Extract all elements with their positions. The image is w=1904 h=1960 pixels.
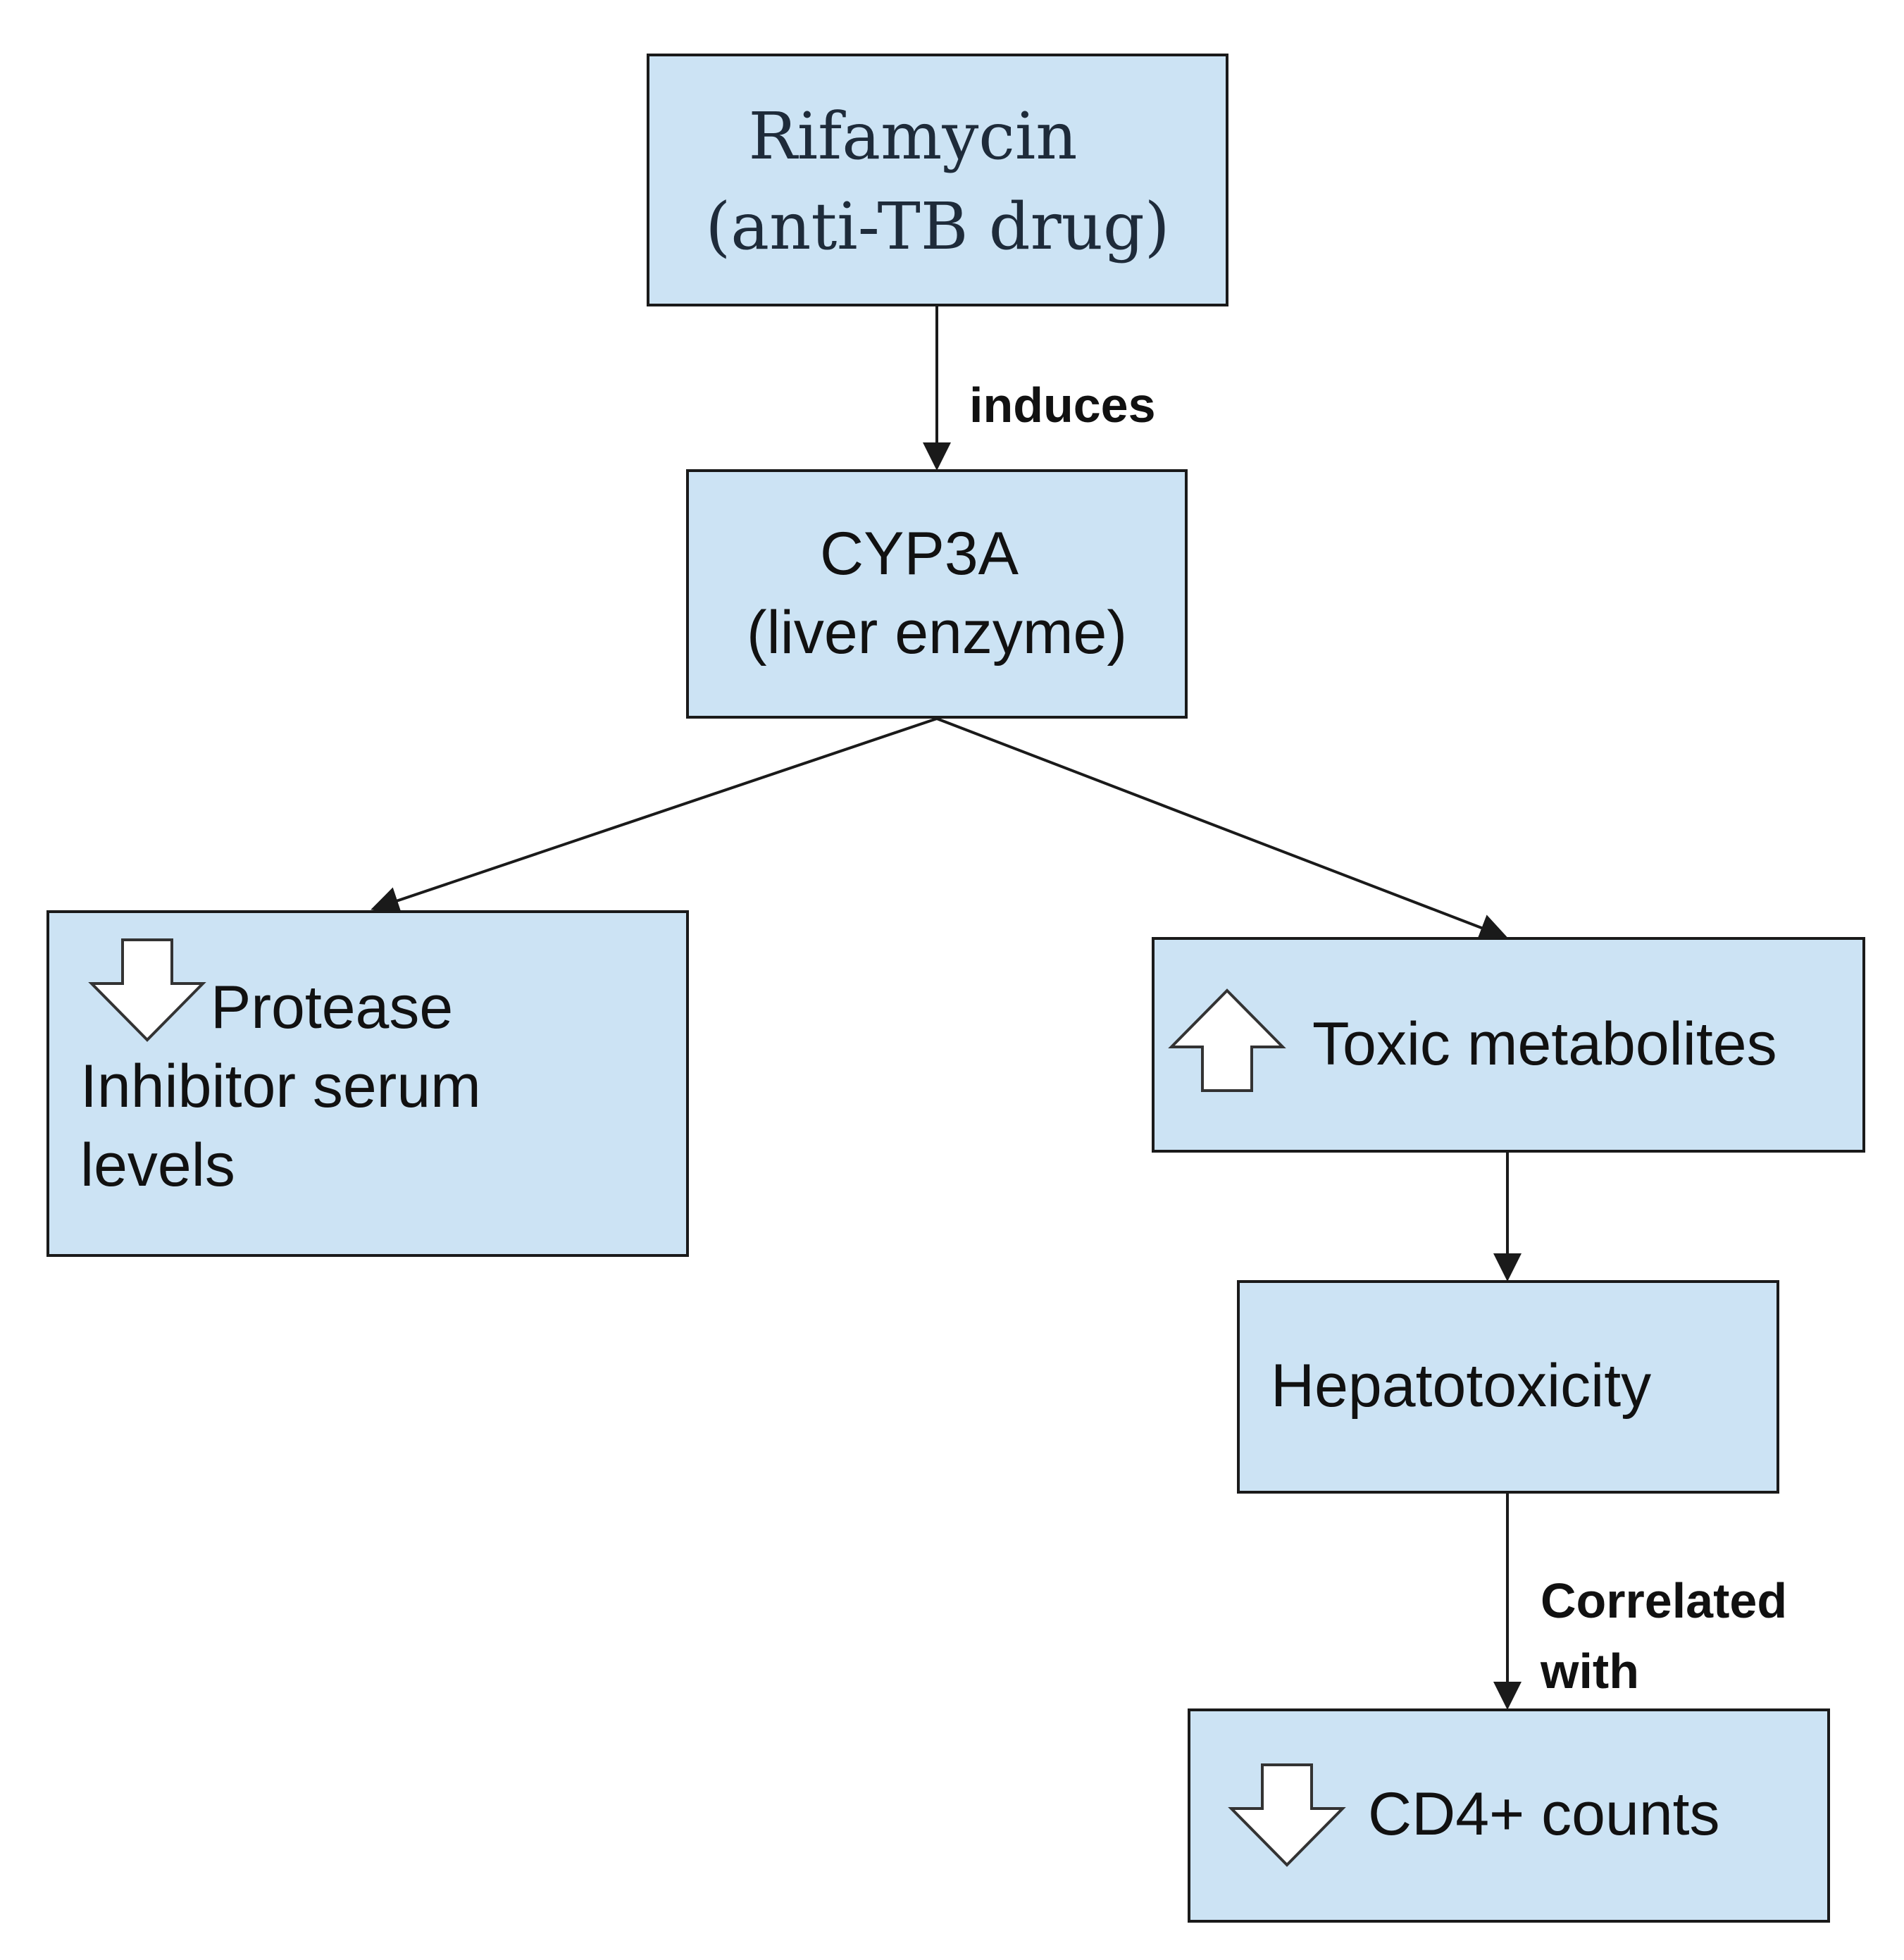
node-rifamycin: Rifamycin (anti-TB drug)	[647, 54, 1228, 306]
node-rifamycin-line1: Rifamycin	[748, 99, 1078, 174]
node-hepatotoxicity: Hepatotoxicity	[1237, 1280, 1779, 1494]
edge-label-correlated-with: Correlated with	[1541, 1565, 1787, 1706]
edge-label-correlated-line1: Correlated	[1541, 1573, 1788, 1628]
edge-cyp3a-to-toxic	[936, 717, 1508, 941]
node-cd4-counts: CD4+ counts	[1188, 1708, 1830, 1923]
edge-label-induces-text: induces	[969, 378, 1156, 433]
edge-cyp3a-to-protease	[371, 717, 938, 914]
node-rifamycin-line2: (anti-TB drug)	[705, 189, 1170, 264]
node-hepato-text: Hepatotoxicity	[1271, 1346, 1651, 1425]
node-cd4-label: CD4+ counts	[1368, 1780, 1720, 1848]
node-cyp3a-line1: CYP3A	[819, 520, 1019, 588]
node-rifamycin-text: Rifamycin (anti-TB drug)	[649, 92, 1226, 272]
node-toxic-metabolites: Toxic metabolites	[1152, 937, 1865, 1153]
node-protease-line1: Protease	[211, 974, 454, 1041]
node-toxic-text: Toxic metabolites	[1312, 1005, 1777, 1084]
node-protease-line2: Inhibitor serum	[80, 1053, 481, 1120]
node-protease-inhibitor: Protease Inhibitor serum levels	[46, 910, 689, 1257]
node-hepato-label: Hepatotoxicity	[1271, 1352, 1652, 1420]
node-cyp3a-text: CYP3A (liver enzyme)	[689, 514, 1185, 672]
edge-label-induces: induces	[969, 370, 1156, 440]
node-toxic-label: Toxic metabolites	[1312, 1010, 1777, 1078]
edge-label-correlated-line2: with	[1541, 1644, 1639, 1699]
node-cd4-text: CD4+ counts	[1368, 1775, 1720, 1854]
node-cyp3a-line2: (liver enzyme)	[747, 599, 1127, 666]
arrow-down-icon	[87, 937, 207, 1043]
node-protease-text: Protease Inhibitor serum levels	[80, 968, 481, 1205]
node-protease-line3: levels	[80, 1131, 235, 1199]
node-cyp3a: CYP3A (liver enzyme)	[686, 469, 1188, 719]
arrow-up-icon	[1167, 988, 1287, 1093]
arrow-down-icon	[1227, 1762, 1347, 1868]
